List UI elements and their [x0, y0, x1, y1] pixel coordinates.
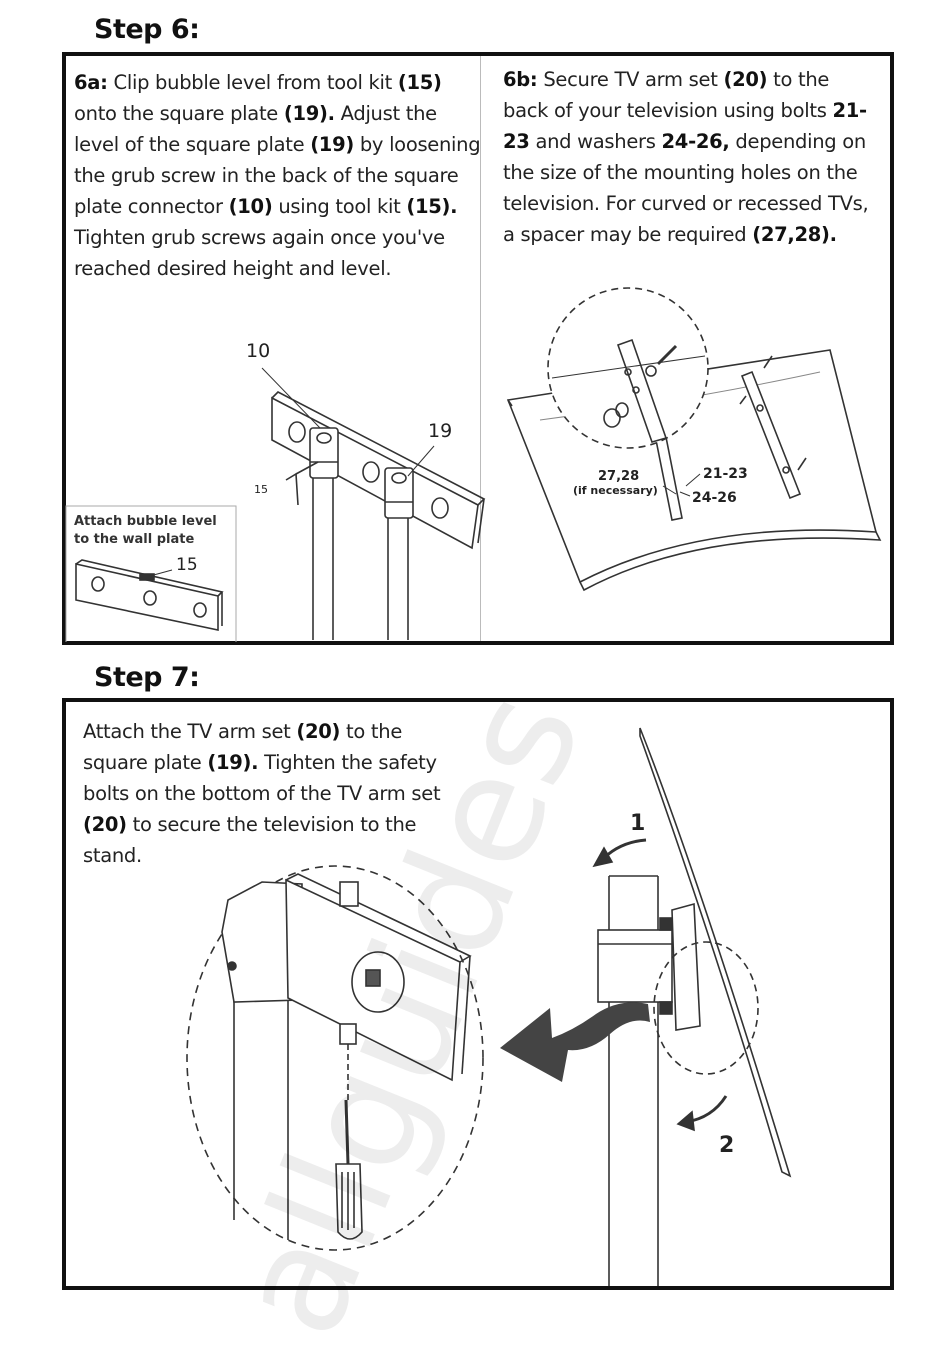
label-washers: 24-26	[692, 490, 737, 506]
step-6-panel	[62, 52, 894, 645]
step-7-text: Attach the TV arm set (20) to the square…	[83, 720, 441, 867]
step-6b-text: 6b: Secure TV arm set (20) to the back o…	[503, 68, 869, 246]
step-6a-label: 6a:	[74, 71, 108, 94]
label-spacer: 27,28	[598, 469, 639, 484]
callout-15-small: 15	[254, 483, 268, 496]
step-6-title: Step 6:	[94, 14, 200, 45]
step-7-title: Step 7:	[94, 662, 200, 693]
step-6-divider	[480, 56, 481, 641]
zoom-pointer-arrow	[500, 1002, 650, 1082]
step-6a-text: 6a: Clip bubble level from tool kit (15)…	[74, 71, 481, 280]
callout-15: 15	[176, 555, 198, 575]
rotation-step-2: 2	[719, 1133, 734, 1158]
tv-arm-diagram: 27,28 (if necessary) 21-23 24-26	[506, 287, 882, 592]
inset-caption: Attach bubble level to the wall plate	[74, 514, 217, 547]
label-bolts: 21-23	[703, 466, 748, 482]
callout-19: 19	[428, 420, 452, 442]
square-plate-diagram: 10 19 15 15	[65, 340, 486, 642]
callout-10: 10	[246, 340, 270, 362]
step-6b-label: 6b:	[503, 68, 538, 91]
rotation-step-1: 1	[630, 811, 645, 836]
label-spacer-note: (if necessary)	[573, 484, 658, 497]
